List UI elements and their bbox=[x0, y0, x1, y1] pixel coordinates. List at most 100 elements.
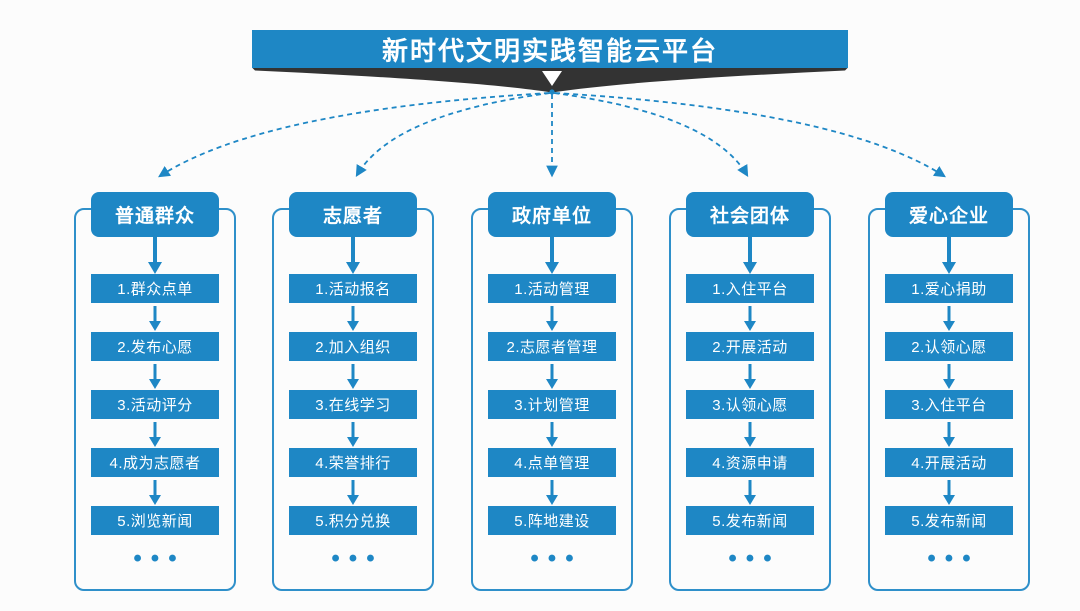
step-node: 1.爱心捐助 bbox=[885, 274, 1013, 303]
more-steps-ellipsis: ••• bbox=[331, 545, 384, 572]
column-header: 爱心企业 bbox=[885, 192, 1013, 237]
step-node: 4.开展活动 bbox=[885, 448, 1013, 477]
step-node: 1.群众点单 bbox=[91, 274, 219, 303]
arrow-shaft bbox=[748, 364, 752, 381]
step-node: 2.志愿者管理 bbox=[488, 332, 616, 361]
arrow-shaft bbox=[153, 237, 157, 263]
down-arrow-icon bbox=[73, 361, 237, 390]
connector-to-column-2 bbox=[355, 92, 551, 178]
down-arrow-icon bbox=[470, 361, 634, 390]
arrow-tip bbox=[148, 262, 162, 281]
down-arrow-icon bbox=[668, 361, 832, 390]
step-node: 5.发布新闻 bbox=[686, 506, 814, 535]
more-steps-ellipsis: ••• bbox=[728, 545, 781, 572]
column-header: 政府单位 bbox=[488, 192, 616, 237]
step-node: 2.发布心愿 bbox=[91, 332, 219, 361]
down-arrow-icon bbox=[867, 237, 1031, 274]
arrow-tip bbox=[943, 379, 955, 395]
arrow-tip bbox=[744, 321, 756, 337]
platform-title-banner: 新时代文明实践智能云平台 bbox=[252, 30, 848, 68]
down-arrow-icon bbox=[867, 477, 1031, 506]
arrow-shaft bbox=[153, 422, 157, 439]
arrow-shaft bbox=[351, 480, 355, 497]
down-arrow-icon bbox=[470, 303, 634, 332]
arrow-shaft bbox=[748, 306, 752, 323]
down-arrow-icon bbox=[867, 419, 1031, 448]
down-arrow-icon bbox=[470, 237, 634, 274]
column-header: 志愿者 bbox=[289, 192, 417, 237]
arrow-tip bbox=[149, 495, 161, 511]
arrow-tip bbox=[149, 379, 161, 395]
arrow-shaft bbox=[351, 422, 355, 439]
arrow-shaft bbox=[351, 237, 355, 263]
more-steps-ellipsis: ••• bbox=[133, 545, 186, 572]
arrow-shaft bbox=[550, 306, 554, 323]
more-steps-ellipsis: ••• bbox=[530, 545, 583, 572]
arrow-tip bbox=[744, 495, 756, 511]
down-arrow-icon bbox=[867, 361, 1031, 390]
arrow-shaft bbox=[748, 480, 752, 497]
arrow-tip bbox=[347, 495, 359, 511]
arrow-shaft bbox=[351, 364, 355, 381]
banner-pointer-icon bbox=[542, 71, 562, 86]
step-node: 5.浏览新闻 bbox=[91, 506, 219, 535]
step-node: 4.资源申请 bbox=[686, 448, 814, 477]
arrow-tip bbox=[744, 379, 756, 395]
arrow-shaft bbox=[153, 306, 157, 323]
step-node: 3.入住平台 bbox=[885, 390, 1013, 419]
arrow-tip bbox=[347, 437, 359, 453]
column-header: 普通群众 bbox=[91, 192, 219, 237]
step-node: 5.阵地建设 bbox=[488, 506, 616, 535]
arrow-tip bbox=[347, 321, 359, 337]
arrow-shaft bbox=[153, 364, 157, 381]
down-arrow-icon bbox=[73, 303, 237, 332]
arrow-shaft bbox=[550, 364, 554, 381]
arrow-shaft bbox=[947, 237, 951, 263]
arrow-shaft bbox=[748, 237, 752, 263]
down-arrow-icon bbox=[73, 477, 237, 506]
arrow-shaft bbox=[947, 480, 951, 497]
step-node: 1.活动管理 bbox=[488, 274, 616, 303]
arrow-shaft bbox=[550, 480, 554, 497]
step-node: 1.入住平台 bbox=[686, 274, 814, 303]
arrow-shaft bbox=[550, 422, 554, 439]
arrow-tip bbox=[743, 262, 757, 281]
step-node: 3.在线学习 bbox=[289, 390, 417, 419]
connector-hub-dot bbox=[549, 89, 555, 95]
down-arrow-icon bbox=[73, 237, 237, 274]
connector-to-column-5 bbox=[554, 92, 946, 178]
down-arrow-icon bbox=[271, 477, 435, 506]
arrow-tip bbox=[545, 262, 559, 281]
arrow-tip bbox=[943, 321, 955, 337]
step-node: 5.发布新闻 bbox=[885, 506, 1013, 535]
down-arrow-icon bbox=[668, 477, 832, 506]
arrow-tip bbox=[943, 437, 955, 453]
connector-to-column-1 bbox=[158, 92, 550, 178]
arrow-tip bbox=[347, 379, 359, 395]
down-arrow-icon bbox=[271, 303, 435, 332]
arrow-tip bbox=[149, 321, 161, 337]
down-arrow-icon bbox=[470, 477, 634, 506]
arrow-tip bbox=[943, 495, 955, 511]
arrow-tip bbox=[546, 437, 558, 453]
arrow-shaft bbox=[153, 480, 157, 497]
arrow-tip bbox=[149, 437, 161, 453]
step-node: 2.加入组织 bbox=[289, 332, 417, 361]
step-node: 4.荣誉排行 bbox=[289, 448, 417, 477]
arrow-tip bbox=[546, 495, 558, 511]
down-arrow-icon bbox=[271, 419, 435, 448]
arrow-tip bbox=[546, 321, 558, 337]
connector-to-column-4 bbox=[553, 92, 749, 178]
